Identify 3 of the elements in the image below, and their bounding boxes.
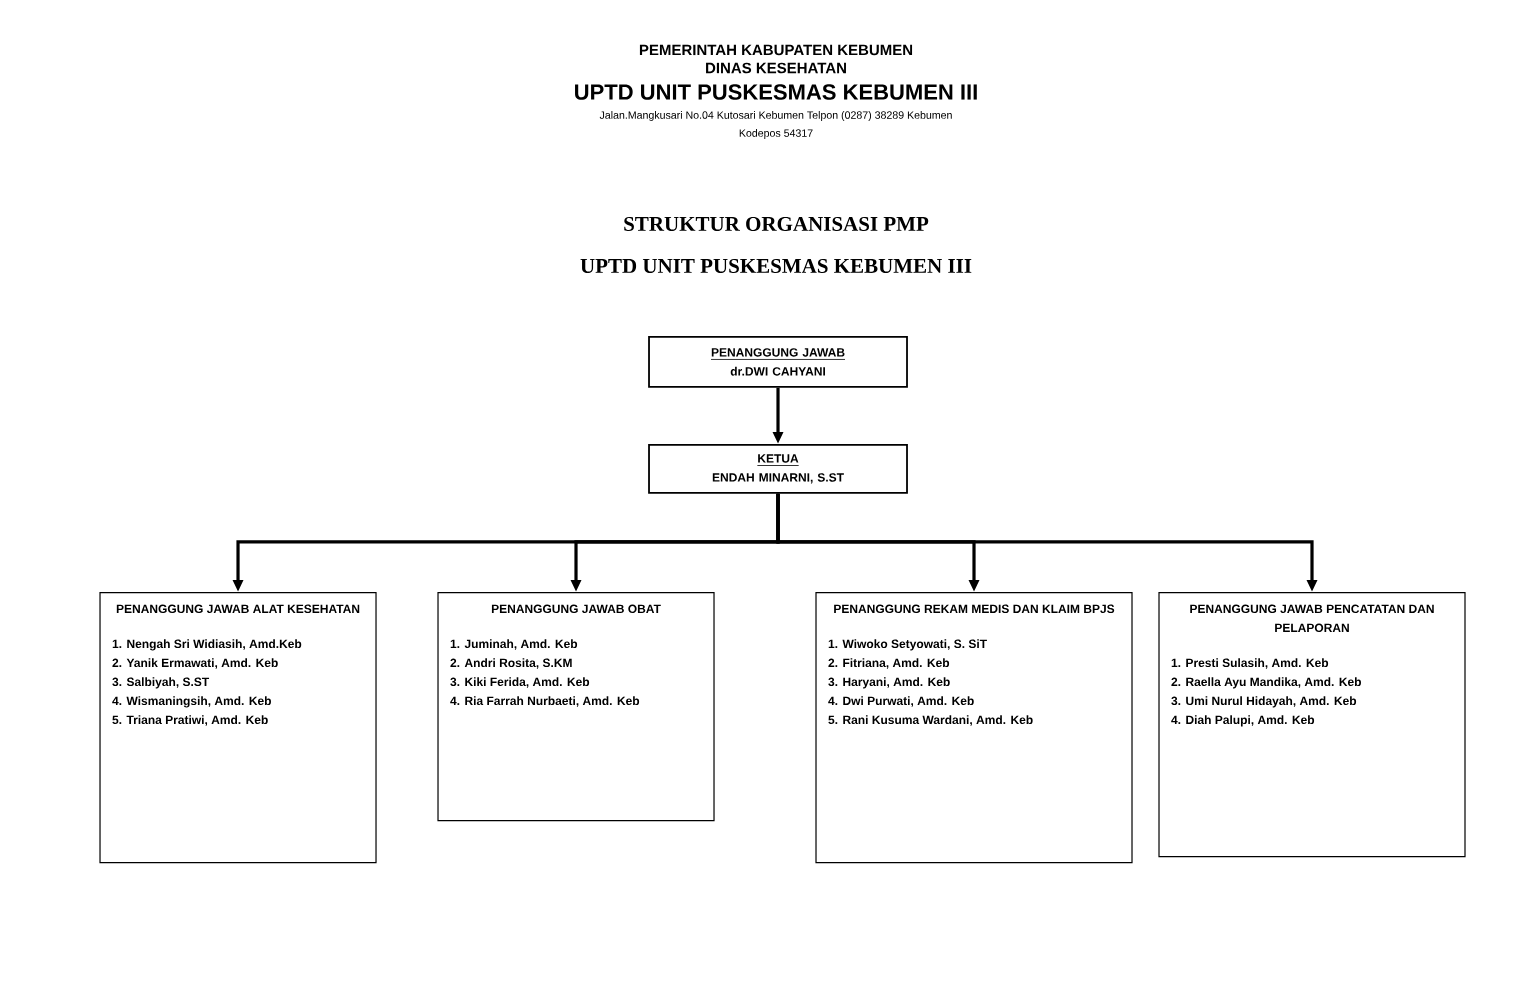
- title: STRUKTUR ORGANISASI PMP: [624, 216, 929, 232]
- header-text: UPTD UNIT PUSKESMAS KEBUMEN III: [575, 84, 977, 100]
- subtitle: UPTD UNIT PUSKESMAS KEBUMEN III: [580, 258, 972, 274]
